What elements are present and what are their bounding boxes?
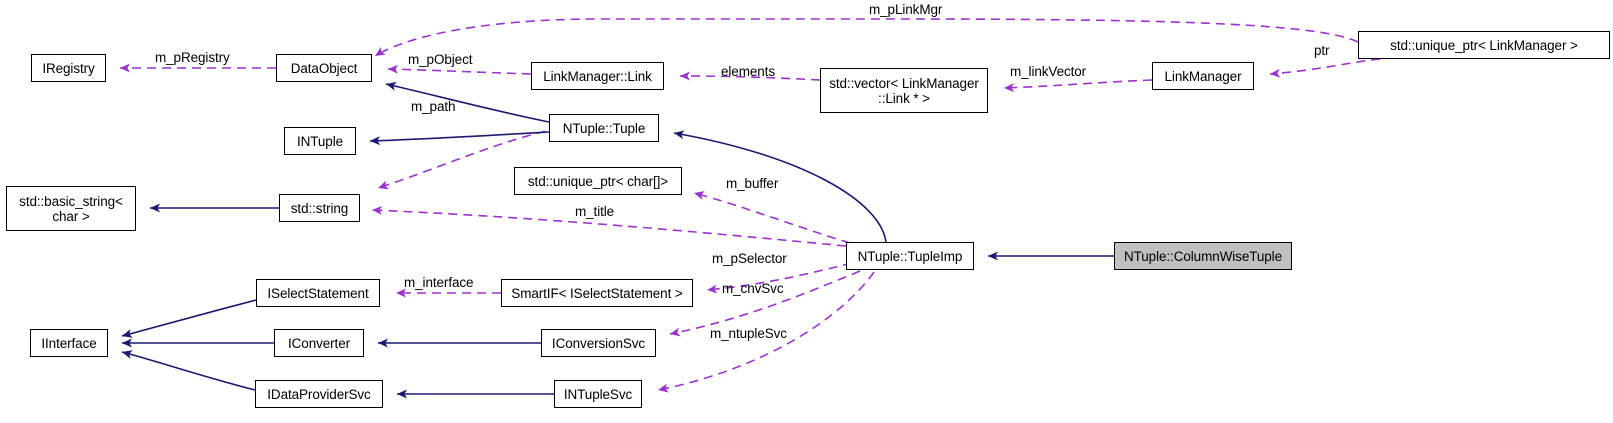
edge-label-elements: elements — [721, 64, 775, 79]
edge-label-m-pobject: m_pObject — [408, 52, 473, 67]
edge-ptr — [1269, 58, 1381, 78]
node-label: LinkManager::Link — [543, 68, 652, 84]
node-iconverter[interactable]: IConverter — [274, 329, 364, 357]
node-label: DataObject — [290, 60, 358, 76]
node-linkmanager[interactable]: LinkManager — [1152, 62, 1254, 90]
node-iinterface[interactable]: IInterface — [30, 329, 108, 357]
edge-tuple-intuple — [369, 131, 550, 146]
node-iconversionsvc[interactable]: IConversionSvc — [541, 329, 656, 357]
edge-iselect-iinterface — [121, 299, 257, 338]
node-label: NTuple::Tuple — [562, 120, 646, 136]
node-label: ISelectStatement — [267, 285, 369, 301]
edge-label-m-title: m_title — [575, 204, 615, 219]
edge-m_linkVector — [1003, 79, 1153, 93]
node-ntuple-tuple[interactable]: NTuple::Tuple — [549, 114, 659, 142]
edge-m_ntupleSvc — [657, 271, 875, 393]
edge-elements — [679, 71, 821, 81]
node-label: IConversionSvc — [551, 335, 646, 351]
edge-label-m-pselector: m_pSelector — [712, 251, 787, 266]
edge-label-m-plinkmgr: m_pLinkMgr — [869, 2, 943, 17]
edge-m_pObject — [387, 64, 532, 75]
edge-tuple-dataobject — [385, 81, 550, 123]
node-label: IRegistry — [42, 60, 95, 76]
edge-label-m-interface: m_interface — [404, 275, 474, 290]
node-intuple[interactable]: INTuple — [284, 127, 356, 155]
node-label: IInterface — [41, 335, 97, 351]
edge-idataprovider-iinterface — [121, 350, 256, 391]
edge-label-m-linkvector: m_linkVector — [1010, 64, 1087, 79]
edge-label-m-buffer: m_buffer — [726, 176, 779, 191]
node-intuplesvc[interactable]: INTupleSvc — [554, 380, 642, 408]
edge-label-m-path: m_path — [411, 99, 456, 114]
node-label: INTupleSvc — [563, 386, 633, 402]
node-linkmanager-link[interactable]: LinkManager::Link — [531, 62, 664, 90]
node-label: INTuple — [296, 133, 344, 149]
node-label: NTuple::ColumnWiseTuple — [1123, 248, 1282, 264]
inheritance-edges — [121, 81, 1114, 399]
node-unique-ptr-char[interactable]: std::unique_ptr< char[]> — [514, 167, 682, 195]
node-unique-ptr-linkmanager[interactable]: std::unique_ptr< LinkManager > — [1358, 31, 1610, 59]
edge-tupleimp-tuple — [673, 130, 887, 243]
node-label: std::vector< LinkManager ::Link * > — [829, 75, 979, 106]
node-ntuple-tupleimp[interactable]: NTuple::TupleImp — [846, 242, 974, 270]
node-label: std::basic_string< char > — [19, 193, 123, 224]
node-label: LinkManager — [1164, 68, 1242, 84]
node-smartif-iselectstatement[interactable]: SmartIF< ISelectStatement > — [501, 279, 693, 307]
node-idataprovidersvc[interactable]: IDataProviderSvc — [255, 380, 383, 408]
edge-m_pSelector — [706, 262, 853, 294]
node-iregistry[interactable]: IRegistry — [31, 54, 106, 82]
node-label: std::unique_ptr< LinkManager > — [1390, 37, 1578, 53]
node-label: std::unique_ptr< char[]> — [527, 173, 669, 189]
edge-m_buffer — [693, 191, 851, 244]
node-std-string[interactable]: std::string — [279, 194, 360, 222]
node-label: std::string — [290, 200, 349, 216]
node-label: IDataProviderSvc — [267, 386, 371, 402]
node-label: SmartIF< ISelectStatement > — [511, 285, 683, 301]
edge-m_cnvSvc — [669, 270, 861, 337]
node-label: NTuple::TupleImp — [857, 248, 963, 264]
edge-label-m-pregistry: m_pRegistry — [155, 50, 230, 65]
edge-m_title — [371, 205, 847, 247]
edge-label-ptr: ptr — [1314, 43, 1330, 58]
edge-label-m-ntuplesvc: m_ntupleSvc — [710, 326, 787, 341]
node-vector-linkmanager-link[interactable]: std::vector< LinkManager ::Link * > — [820, 68, 988, 113]
node-dataobject[interactable]: DataObject — [276, 54, 372, 82]
edge-label-m-cnvsvc: m_cnvSvc — [722, 281, 784, 296]
node-basic-string[interactable]: std::basic_string< char > — [6, 186, 136, 231]
edge-m_pLinkMgr — [374, 18, 1359, 57]
node-ntuple-columnwisetuple[interactable]: NTuple::ColumnWiseTuple — [1114, 242, 1292, 270]
node-iselectstatement[interactable]: ISelectStatement — [256, 279, 380, 307]
node-label: IConverter — [287, 335, 351, 351]
